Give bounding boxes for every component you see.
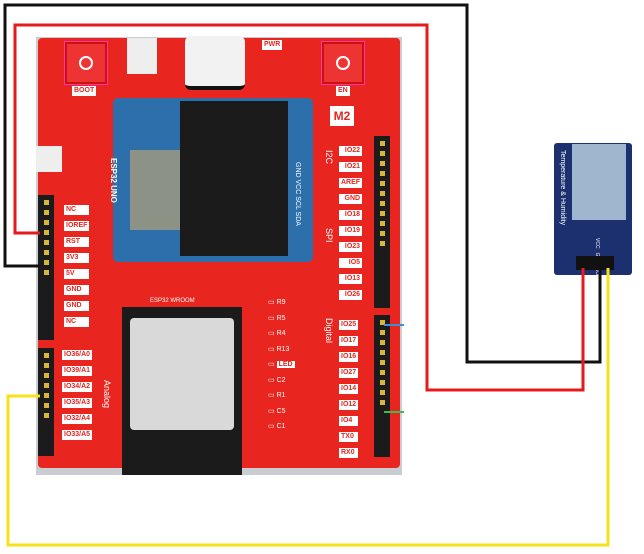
pin-label: IO18 bbox=[339, 210, 363, 220]
rgb-led bbox=[127, 38, 157, 74]
pin-label: GND bbox=[64, 301, 90, 311]
top-right-header bbox=[374, 136, 390, 308]
pin-label: IO12 bbox=[339, 400, 359, 410]
en-button[interactable] bbox=[322, 42, 364, 84]
gnd-wire bbox=[3, 3, 602, 364]
pin-label: IO17 bbox=[339, 336, 359, 346]
component-label: ▭ R9 bbox=[268, 299, 286, 306]
pin-label: IO4 bbox=[339, 416, 359, 426]
data-wire bbox=[6, 268, 610, 547]
pin-label: RST bbox=[64, 237, 90, 247]
pin-label: GND bbox=[64, 285, 90, 295]
pin-label: IO39/A1 bbox=[62, 366, 93, 376]
connector bbox=[36, 146, 62, 172]
component-label: ▭ R13 bbox=[268, 345, 290, 353]
boot-button[interactable] bbox=[65, 42, 107, 84]
pin-label: IO27 bbox=[339, 368, 359, 378]
component-label: ▭ R4 bbox=[268, 330, 286, 337]
pin-label: IO13 bbox=[339, 274, 363, 284]
en-label: EN bbox=[336, 86, 350, 96]
boot-label: BOOT bbox=[72, 86, 97, 96]
analog-header bbox=[38, 348, 54, 456]
pin-label: IO32/A4 bbox=[62, 414, 93, 424]
pin-label: IO5 bbox=[339, 258, 363, 268]
dht-sensor-grille bbox=[572, 144, 626, 220]
module-label: ESP32 WROOM bbox=[150, 298, 195, 304]
oled-screen bbox=[180, 101, 288, 256]
pin-label: IO23 bbox=[339, 242, 363, 252]
pin-label: IO22 bbox=[339, 146, 363, 156]
pin-label: NC bbox=[64, 205, 90, 215]
power-header bbox=[38, 195, 54, 340]
component-label: ▭ R5 bbox=[268, 314, 286, 322]
pin-label: IO21 bbox=[339, 162, 363, 172]
pin-label: RX0 bbox=[339, 448, 359, 458]
pin-label: IO34/A2 bbox=[62, 382, 93, 392]
pin-label: 5V bbox=[64, 269, 90, 279]
component-label: ▭ C1 bbox=[268, 423, 286, 430]
digital-header bbox=[374, 315, 390, 457]
component-label: ▭ R1 bbox=[268, 392, 286, 399]
pin-label: TX0 bbox=[339, 432, 359, 442]
pin-label: IO33/A5 bbox=[62, 430, 93, 440]
component-list: ▭ R9 ▭ R5 ▭ R4 ▭ R13 ▭ LED ▭ C2 ▭ R1 ▭ C… bbox=[268, 295, 295, 435]
pin-label: 3V3 bbox=[64, 253, 90, 263]
module-shield bbox=[130, 318, 234, 430]
pin-label: IO16 bbox=[339, 352, 359, 362]
pin-label: IO36/A0 bbox=[62, 350, 93, 360]
digital-labels: IO25 IO17 IO16 IO27 IO14 IO12 IO4 TX0 RX… bbox=[339, 320, 359, 458]
pwr-label: PWR bbox=[262, 40, 283, 50]
component-label: ▭ C2 bbox=[268, 376, 286, 384]
led-label: ▭ LED bbox=[268, 361, 295, 368]
pin-label: AREF bbox=[339, 178, 363, 188]
pin-label: IOREF bbox=[64, 221, 90, 231]
pin-label: IO26 bbox=[339, 290, 363, 300]
component-label: ▭ C5 bbox=[268, 407, 286, 415]
usb-c-port-icon bbox=[185, 36, 245, 90]
top-right-labels: IO22 IO21 AREF GND IO18 IO19 IO23 IO5 IO… bbox=[339, 146, 363, 300]
pin-label: GND bbox=[339, 194, 363, 204]
pin-label: IO19 bbox=[339, 226, 363, 236]
analog-labels: IO36/A0 IO39/A1 IO34/A2 IO35/A3 IO32/A4 … bbox=[62, 350, 93, 440]
m2-badge: M2 bbox=[330, 106, 354, 126]
pin-label: IO35/A3 bbox=[62, 398, 93, 408]
power-labels: NC IOREF RST 3V3 5V GND GND NC bbox=[64, 205, 90, 327]
pin-label: IO14 bbox=[339, 384, 359, 394]
oled-ribbon bbox=[130, 150, 180, 230]
vcc-wire bbox=[13, 23, 585, 392]
pin-label: IO25 bbox=[339, 320, 359, 330]
sensor-pin-header bbox=[576, 256, 614, 270]
pin-label: NC bbox=[64, 317, 90, 327]
